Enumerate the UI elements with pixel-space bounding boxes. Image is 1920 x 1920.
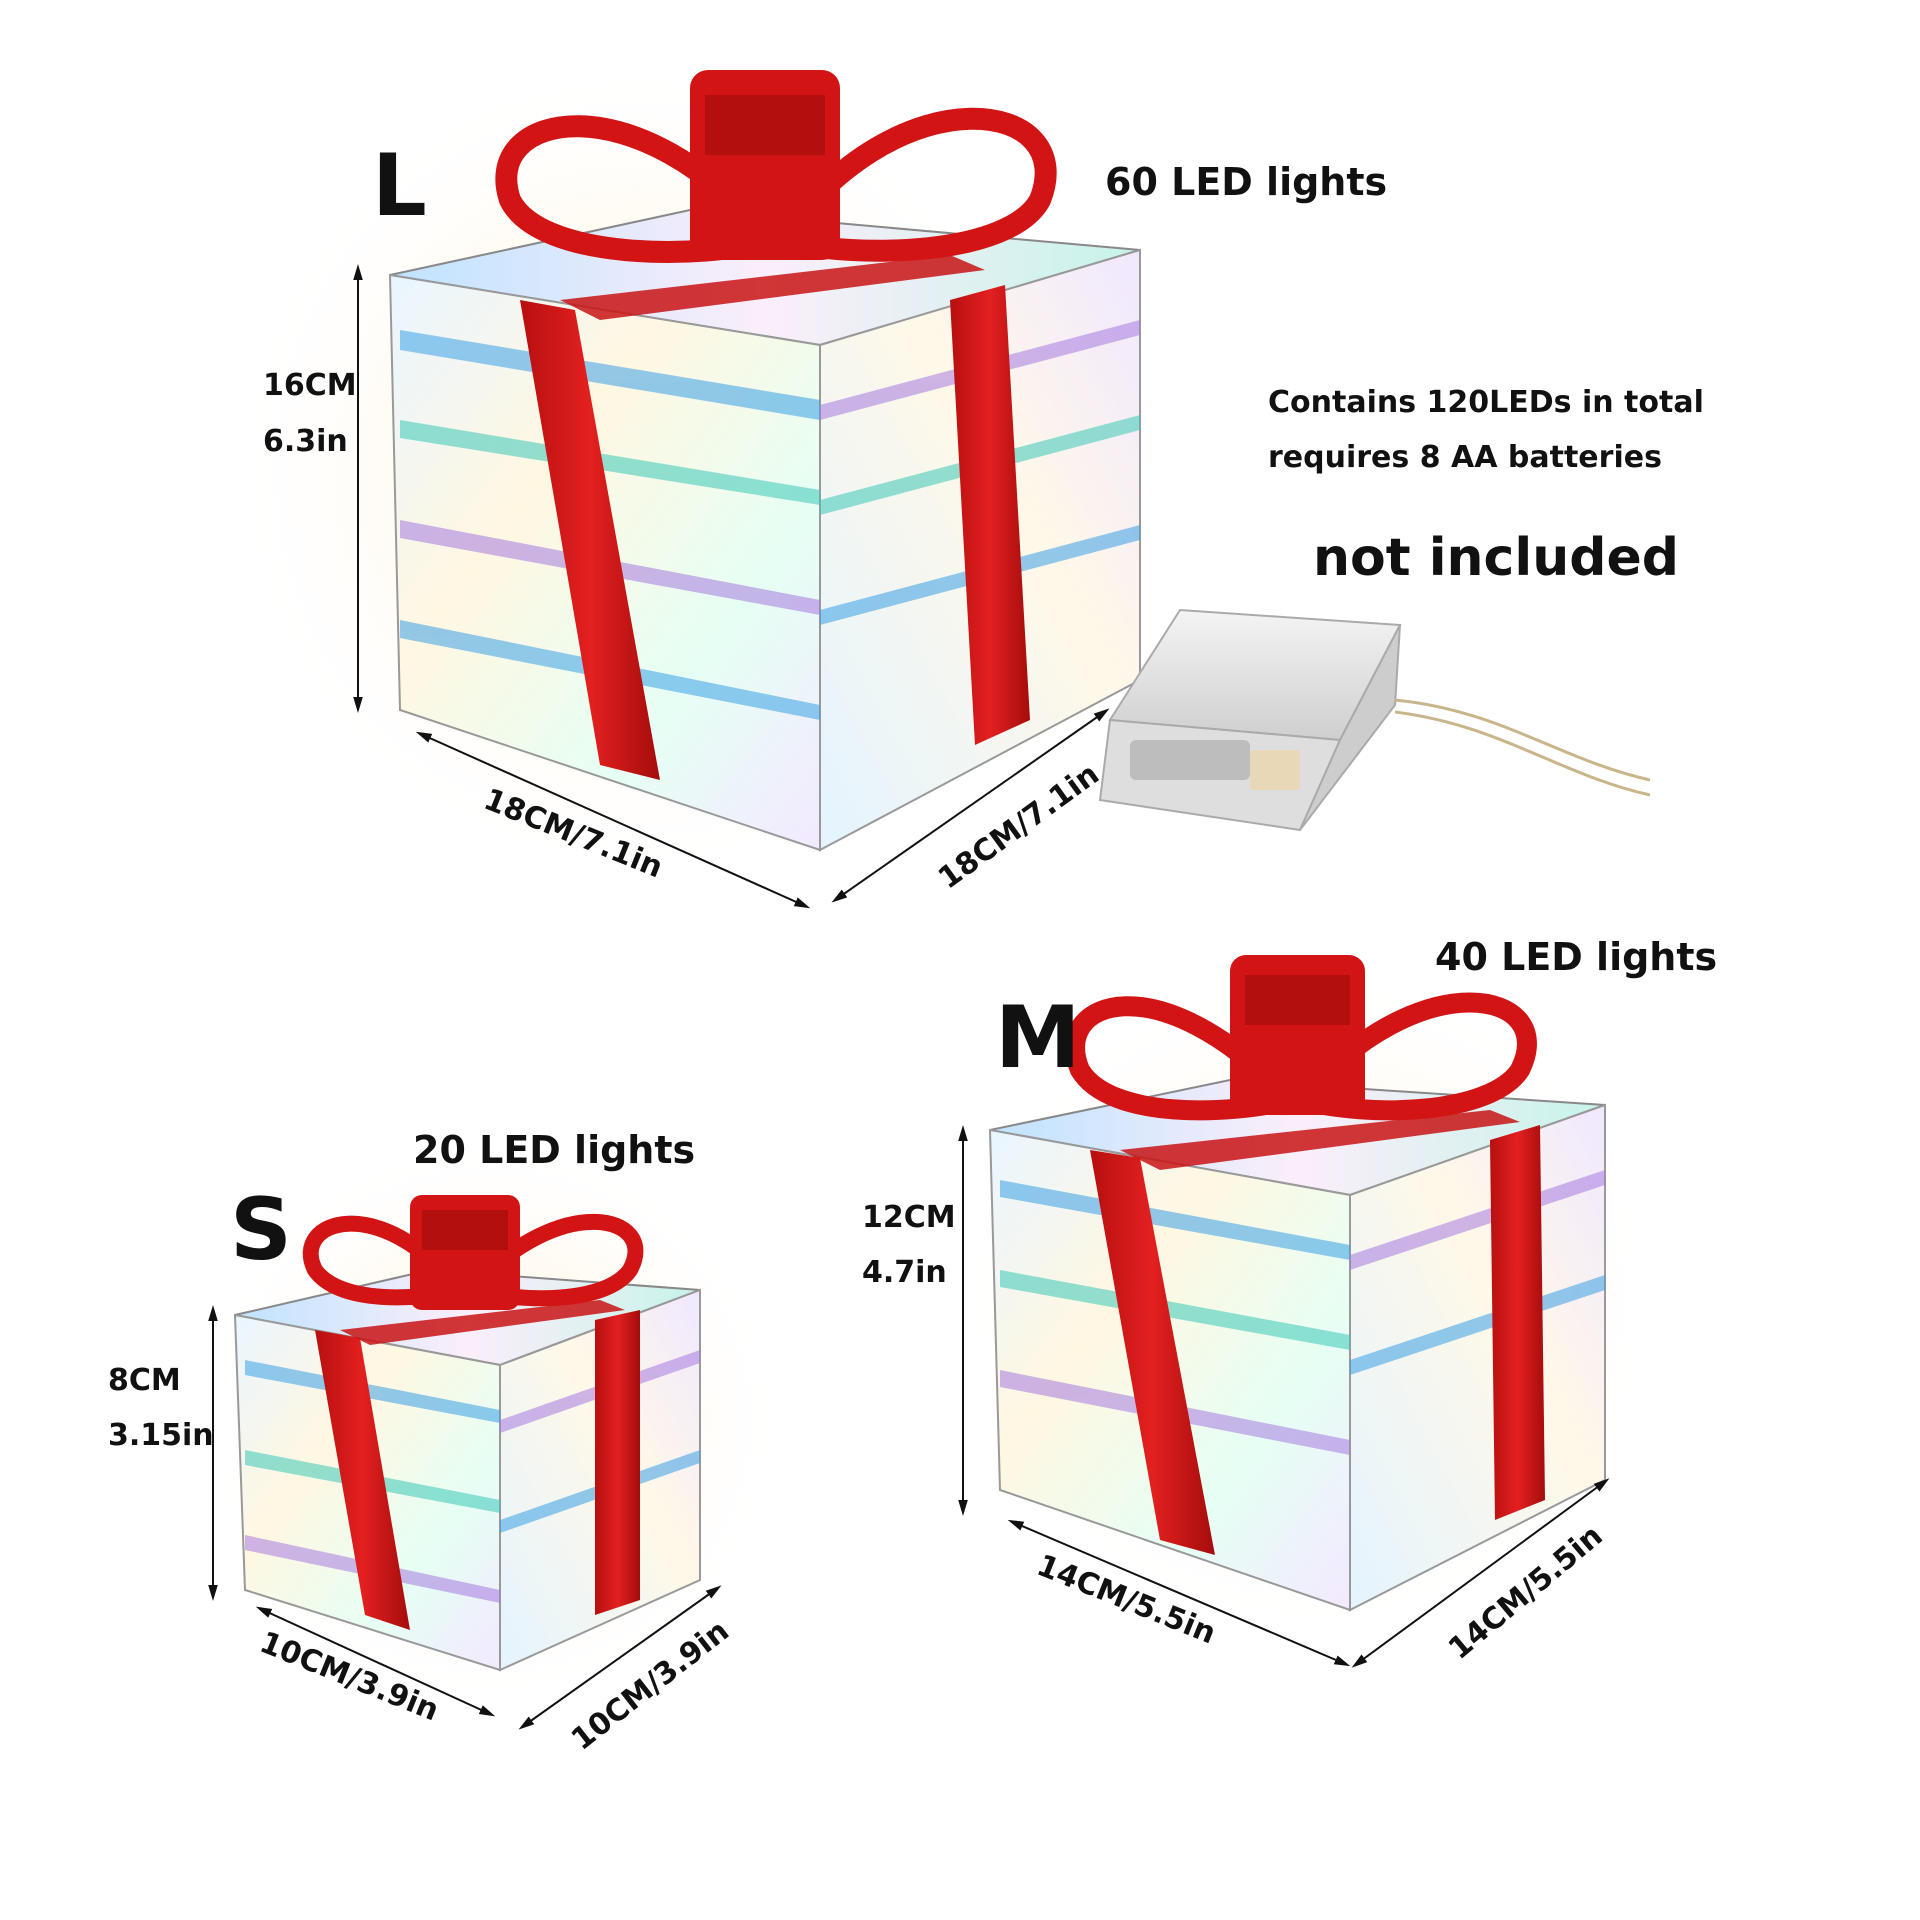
large-bow xyxy=(495,115,790,263)
small-bow xyxy=(302,1215,475,1306)
medium-width-left-arrow xyxy=(1007,1519,1351,1667)
small-height-in: 3.15in xyxy=(108,1418,214,1453)
small-size-label: S xyxy=(230,1180,292,1280)
large-width-right-arrow xyxy=(831,708,1110,903)
large-led-count: 60 LED lights xyxy=(1105,160,1388,204)
medium-led-count: 40 LED lights xyxy=(1435,935,1718,979)
small-width-left-arrow xyxy=(255,1606,496,1717)
large-gift-box xyxy=(220,50,1141,890)
large-width-left-arrow xyxy=(415,731,811,909)
dimension-lines xyxy=(208,264,1610,1730)
medium-height-in: 4.7in xyxy=(862,1255,947,1290)
battery-note-line3: not included xyxy=(1313,528,1679,588)
large-height-in: 6.3in xyxy=(263,424,348,459)
small-width-right-arrow xyxy=(518,1585,722,1730)
battery-note-line1: Contains 120LEDs in total xyxy=(1268,385,1704,420)
medium-width-right-arrow xyxy=(1351,1478,1610,1668)
medium-height-cm: 12CM xyxy=(862,1200,956,1235)
small-led-count: 20 LED lights xyxy=(413,1128,696,1172)
medium-size-label: M xyxy=(995,988,1081,1088)
battery-note-line2: requires 8 AA batteries xyxy=(1268,440,1662,475)
large-size-label: L xyxy=(372,136,427,236)
medium-bow xyxy=(1065,996,1309,1121)
small-gift-box xyxy=(190,1130,790,1710)
battery-pack xyxy=(1098,608,1651,832)
large-height-cm: 16CM xyxy=(263,368,357,403)
small-height-cm: 8CM xyxy=(108,1363,181,1398)
